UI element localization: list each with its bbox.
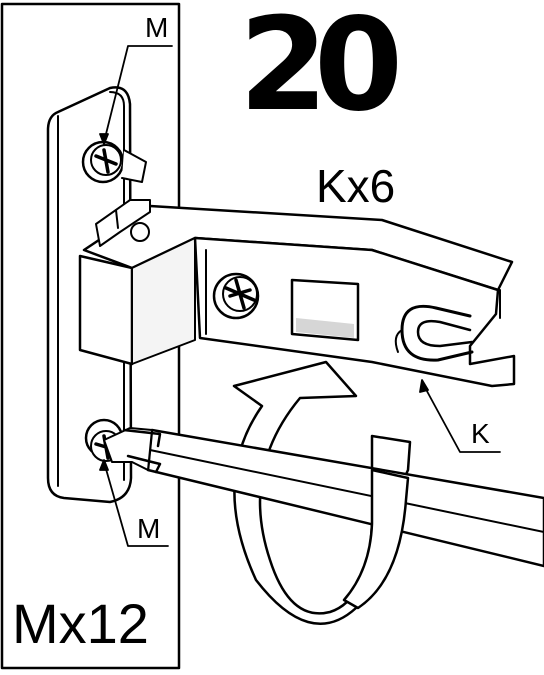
callout-m-bottom: M (137, 513, 161, 544)
callout-m-top: M (145, 12, 169, 43)
leader-lines (99, 45, 501, 547)
screwdriver-icon (103, 427, 544, 568)
callout-k: K (471, 418, 490, 449)
step-number: 20 (238, 0, 403, 140)
bracket-k (78, 199, 516, 388)
screw-quantity: Mx12 (12, 592, 149, 655)
screw-k-icon (212, 272, 260, 320)
rotation-arrow-front (342, 468, 410, 610)
bracket-quantity: Kx6 (316, 160, 396, 212)
